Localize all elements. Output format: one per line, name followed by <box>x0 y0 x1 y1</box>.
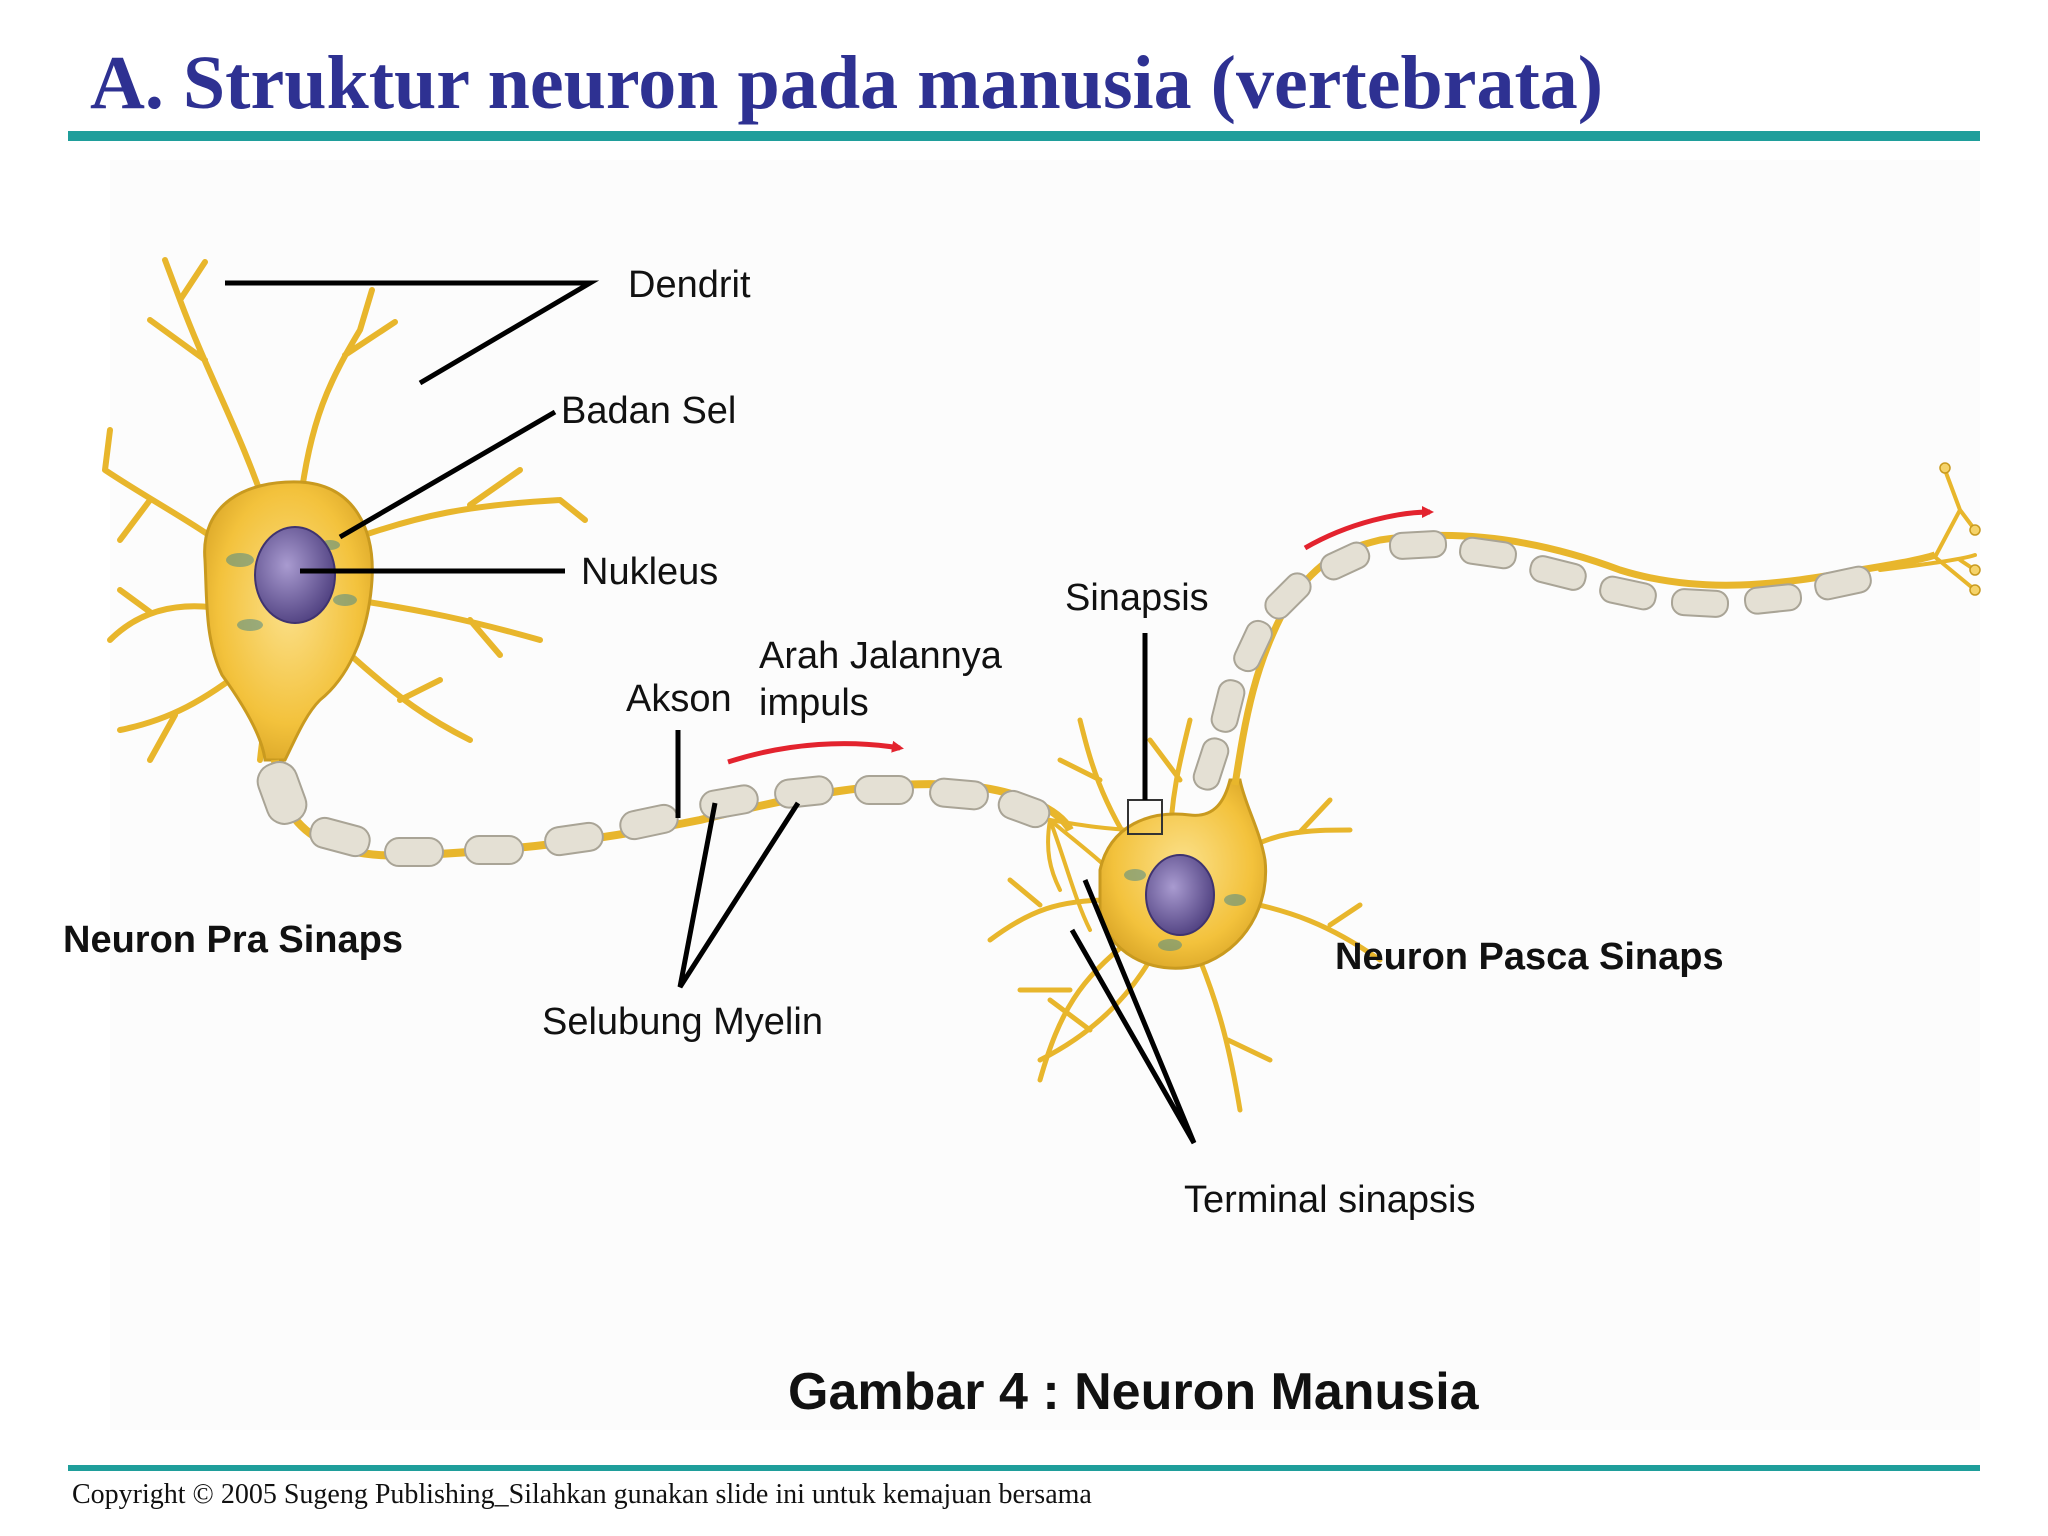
leader-lines <box>225 280 1197 1145</box>
impulse-arrow-1 <box>727 740 904 765</box>
title-divider <box>68 131 1980 141</box>
figure-caption: Gambar 4 : Neuron Manusia <box>788 1363 1479 1421</box>
diagram-background <box>110 160 1980 1430</box>
label-neuron-pra-sinaps: Neuron Pra Sinaps <box>63 919 403 961</box>
postsynaptic-nucleus <box>1145 854 1215 936</box>
label-terminal-sinapsis: Terminal sinapsis <box>1184 1179 1476 1221</box>
label-nukleus: Nukleus <box>581 551 719 593</box>
label-impuls: impuls <box>759 682 869 724</box>
label-akson: Akson <box>626 678 732 720</box>
terminal-knobs <box>1939 462 1981 596</box>
label-sinapsis: Sinapsis <box>1065 577 1209 619</box>
presynaptic-nucleus <box>254 526 336 624</box>
footer-divider <box>68 1465 1980 1471</box>
label-badan-sel: Badan Sel <box>561 390 737 432</box>
myelin-sheath-presynaptic <box>256 761 1051 867</box>
label-neuron-pasca-sinaps: Neuron Pasca Sinaps <box>1335 936 1724 978</box>
copyright-footer: Copyright © 2005 Sugeng Publishing_Silah… <box>72 1479 1092 1510</box>
slide-title: A. Struktur neuron pada manusia (vertebr… <box>90 41 1604 125</box>
label-dendrit: Dendrit <box>628 264 751 306</box>
myelin-sheath-postsynaptic <box>1192 530 1872 791</box>
postsynaptic-organelles <box>1124 869 1246 951</box>
label-arah-jalannya: Arah Jalannya <box>759 635 1002 677</box>
postsynaptic-axon-terminals <box>1878 468 1977 592</box>
label-selubung-myelin: Selubung Myelin <box>542 1001 823 1043</box>
impulse-arrow-2 <box>1303 506 1434 551</box>
